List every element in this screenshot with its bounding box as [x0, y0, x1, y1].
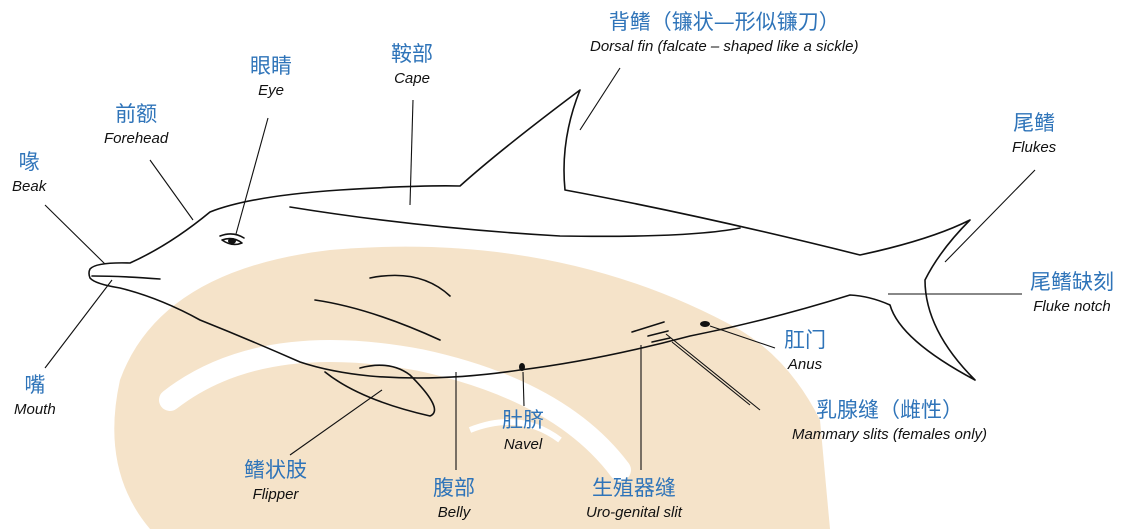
navel-mark [519, 363, 525, 371]
label-cape-zh: 鞍部 [391, 42, 433, 66]
label-fluke-notch: 尾鳍缺刻 Fluke notch [1030, 270, 1114, 315]
leader-flukes [944, 169, 1036, 263]
label-eye-zh: 眼睛 [250, 54, 292, 78]
label-forehead-zh: 前额 [115, 102, 158, 126]
label-navel-zh: 肚脐 [502, 408, 544, 432]
label-cape: 鞍部 Cape [391, 42, 433, 87]
label-anus-zh: 肛门 [784, 328, 826, 352]
leader-eye [235, 117, 269, 235]
label-forehead: 前额 Forehead [104, 102, 169, 147]
label-mammary-slits-en: Mammary slits (females only) [792, 426, 988, 443]
eye-outline [221, 237, 243, 246]
label-uro-genital-slit-en: Uro-genital slit [586, 504, 682, 521]
label-dorsal-fin-zh: 背鳍（镰状—形似镰刀） [608, 10, 840, 34]
flipper-outline [324, 364, 436, 417]
label-navel: 肚脐 Navel [502, 408, 544, 453]
mouth-line [91, 275, 161, 280]
label-flukes-en: Flukes [1012, 139, 1057, 156]
label-mammary-slits-zh: 乳腺缝（雌性） [816, 398, 964, 422]
label-uro-genital-slit: 生殖器缝 Uro-genital slit [586, 476, 682, 521]
label-flukes: 尾鳍 Flukes [1012, 111, 1057, 156]
label-fluke-notch-en: Fluke notch [1033, 298, 1111, 315]
mammary-slit-1 [631, 321, 665, 333]
label-belly-zh: 腹部 [433, 476, 475, 500]
label-fluke-notch-zh: 尾鳍缺刻 [1030, 270, 1114, 294]
label-eye: 眼睛 Eye [250, 54, 292, 99]
anus-mark [700, 321, 710, 327]
label-flipper: 鳍状肢 Flipper [244, 458, 307, 503]
dolphin-body-outline [88, 89, 976, 381]
label-mouth: 嘴 Mouth [14, 373, 56, 418]
leader-dorsal-fin [579, 67, 621, 131]
leader-mammary-2 [671, 341, 751, 406]
label-flukes-zh: 尾鳍 [1013, 111, 1056, 135]
label-beak: 喙 Beak [12, 150, 47, 195]
label-beak-en: Beak [12, 178, 47, 195]
label-belly-en: Belly [437, 504, 471, 521]
label-cape-en: Cape [394, 70, 430, 87]
leader-anus [709, 325, 776, 349]
label-mouth-zh: 嘴 [24, 373, 46, 397]
label-beak-zh: 喙 [18, 150, 40, 174]
label-forehead-en: Forehead [104, 130, 169, 147]
label-anus: 肛门 Anus [784, 328, 826, 373]
leader-navel [522, 371, 525, 407]
pectoral-shading [314, 299, 441, 341]
label-navel-en: Navel [503, 436, 543, 453]
cape-line [289, 206, 741, 238]
watermark-logo [114, 246, 831, 529]
label-dorsal-fin-en: Dorsal fin (falcate – shaped like a sick… [590, 38, 859, 55]
leader-cape [409, 99, 414, 206]
leader-beak [44, 204, 106, 265]
label-flipper-zh: 鳍状肢 [244, 458, 307, 482]
label-eye-en: Eye [258, 82, 284, 99]
pectoral-shading-2 [369, 274, 451, 297]
label-uro-genital-slit-zh: 生殖器缝 [591, 476, 676, 500]
label-flipper-en: Flipper [252, 486, 299, 503]
mammary-slit-3 [651, 337, 671, 343]
leader-mammary-1 [665, 333, 761, 411]
label-anus-en: Anus [787, 356, 823, 373]
leader-mouth [44, 279, 113, 369]
leader-forehead [149, 159, 194, 221]
label-mouth-en: Mouth [14, 401, 56, 418]
mammary-slit-2 [647, 330, 669, 337]
label-dorsal-fin: 背鳍（镰状—形似镰刀） Dorsal fin (falcate – shaped… [590, 10, 859, 55]
eye-brow [219, 233, 245, 239]
label-belly: 腹部 Belly [433, 476, 475, 521]
leader-flipper [289, 389, 383, 456]
label-mammary-slits: 乳腺缝（雌性） Mammary slits (females only) [792, 398, 988, 443]
eye-pupil [228, 238, 236, 244]
